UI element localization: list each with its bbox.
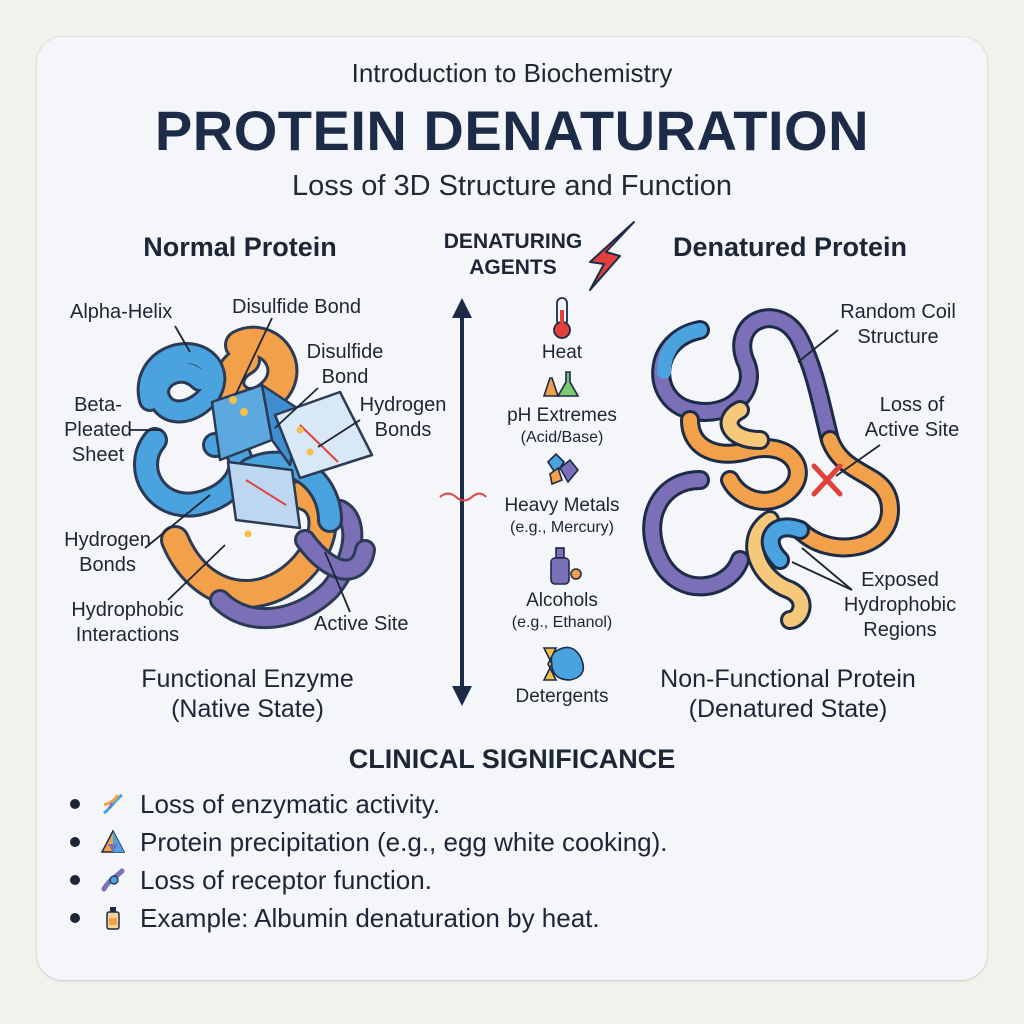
denatured-protein-heading: Denatured Protein [672,232,908,262]
metal-crystal-icon [546,452,580,486]
label-beta-pleated-sheet: Beta- Pleated Sheet [64,394,132,466]
disulfide-bond-marks [229,396,314,538]
agent-detergents: Detergents [480,686,644,708]
denatured-leader-lines [791,329,881,591]
label-exposed-hydrophobic-regions: Exposed Hydrophobic Regions [843,569,957,641]
normal-protein-caption: Functional Enzyme (Native State) [141,665,354,723]
triangle-crystal-icon [100,829,126,853]
denaturing-agents-heading: DENATURING AGENTS [443,230,583,279]
label-hydrogen-bonds-right: Hydrogen Bonds [359,394,447,441]
label-active-site: Active Site [314,613,409,635]
dna-icon [103,793,123,815]
bullet-dot [70,913,80,923]
label-hydrogen-bonds-left: Hydrogen Bonds [64,529,151,576]
denatured-protein-caption: Non-Functional Protein (Denatured State) [660,665,916,723]
clinical-item: Loss of enzymatic activity. [70,788,440,820]
flask-icon [542,371,580,397]
loss-active-site-cross-icon [811,463,843,497]
clinical-significance-heading: CLINICAL SIGNIFICANCE [348,744,676,774]
agent-heavy-metals: Heavy Metals (e.g., Mercury) [480,495,644,539]
thermometer-icon [553,297,571,339]
agent-alcohols-sub: (e.g., Ethanol) [511,614,613,631]
clinical-item-text: Loss of enzymatic activity. [140,788,441,819]
random-coil-graphic [642,308,901,630]
bullet-dot [70,875,80,885]
label-hydrophobic-interactions: Hydrophobic Interactions [71,599,184,646]
lightning-icon [589,221,635,291]
clinical-item: Protein precipitation (e.g., egg white c… [70,826,668,858]
course-label: Introduction to Biochemistry [351,58,673,88]
label-loss-of-active-site: Loss of Active Site [864,394,960,441]
agent-metals-name: Heavy Metals [504,495,620,516]
normal-protein-heading: Normal Protein [143,232,337,262]
label-disulfide-bond-2: Disulfide Bond [306,341,384,388]
agent-ph-name: pH Extremes [507,405,617,426]
agent-alcohols: Alcohols (e.g., Ethanol) [480,590,644,634]
label-random-coil-structure: Random Coil Structure [840,301,956,348]
beta-sheet-graphic [210,383,374,530]
receptor-icon [101,868,125,892]
agent-ph-extremes: pH Extremes (Acid/Base) [480,405,644,449]
bullet-dot [70,837,80,847]
page-subtitle: Loss of 3D Structure and Function [291,170,733,202]
agent-ph-sub: (Acid/Base) [520,429,604,446]
label-alpha-helix: Alpha-Helix [70,301,173,323]
clinical-item-text: Loss of receptor function. [140,864,432,895]
label-disulfide-bond-1: Disulfide Bond [232,296,361,318]
page-title: PROTEIN DENATURATION [154,99,870,162]
bottle-icon [550,547,582,585]
agent-heat-name: Heat [541,342,583,363]
vial-icon [106,907,120,930]
clinical-item-text: Protein precipitation (e.g., egg white c… [140,826,668,857]
agent-detergents-name: Detergents [515,686,609,707]
clinical-item: Example: Albumin denaturation by heat. [70,902,600,934]
bullet-dot [70,799,80,809]
agent-alcohols-name: Alcohols [526,590,598,611]
clinical-item: Loss of receptor function. [70,864,432,896]
detergent-icon [542,646,585,681]
transition-arrow [439,298,487,706]
clinical-item-text: Example: Albumin denaturation by heat. [140,902,600,933]
agent-metals-sub: (e.g., Mercury) [509,519,614,536]
agent-heat: Heat [480,342,644,364]
normal-leader-lines [130,317,361,613]
